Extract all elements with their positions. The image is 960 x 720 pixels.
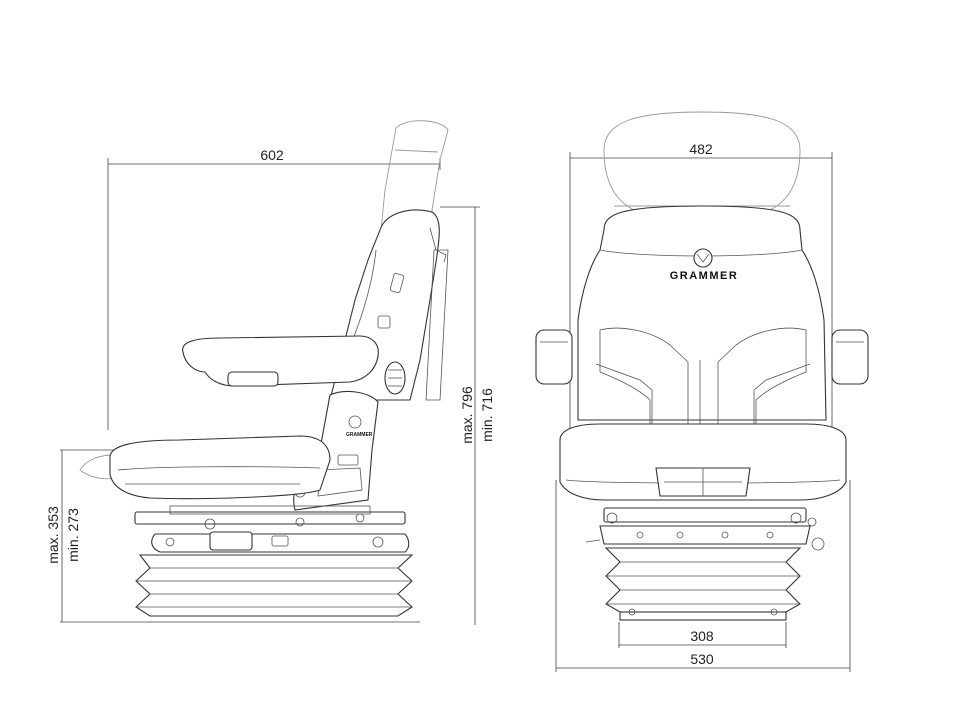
front-logo: GRAMMER — [670, 248, 739, 282]
front-logo-text: GRAMMER — [670, 270, 739, 282]
front-overall-width-label: 530 — [690, 651, 714, 667]
side-height-dimension: max. 796 min. 716 — [440, 206, 495, 625]
side-logo-icon — [348, 415, 362, 429]
side-back-rail — [425, 249, 449, 401]
side-logo-text: GRAMMER — [346, 432, 373, 438]
side-armrest-handle — [227, 371, 279, 387]
front-width-top-dimension: 482 — [569, 141, 833, 480]
front-armrest-right — [831, 329, 869, 385]
side-seat-height-max-label: max. 353 — [45, 506, 61, 564]
grammer-logo-icon — [693, 248, 713, 268]
side-width-label: 602 — [260, 147, 284, 163]
side-view: 602 max. 796 min. 716 max. 353 min. 273 — [45, 120, 495, 625]
side-suspension-handle — [209, 531, 253, 551]
front-base-plate — [619, 611, 787, 621]
front-base-width-label: 308 — [690, 628, 714, 644]
front-width-top-label: 482 — [689, 141, 713, 157]
side-height-max-label: max. 796 — [459, 386, 475, 444]
front-armrest-left — [535, 329, 573, 385]
side-armrest — [182, 335, 379, 387]
front-suspension-top — [599, 525, 811, 545]
front-bellows — [604, 547, 802, 613]
front-overall-width-dimension: 530 — [555, 480, 851, 672]
side-cushion-extended-outline — [79, 454, 113, 480]
side-bellows — [135, 554, 414, 617]
side-width-dimension: 602 — [107, 147, 441, 430]
front-headrest-extended-outline — [603, 111, 801, 211]
side-slide-rails — [134, 505, 406, 530]
front-slide-rails — [603, 507, 817, 527]
front-view: 482 GRAMMER — [535, 111, 869, 672]
front-lever-knob — [811, 537, 825, 551]
front-seat-cushion — [559, 423, 847, 501]
front-base-width-dimension: 308 — [618, 622, 787, 648]
side-seat-height-dimension: max. 353 min. 273 — [45, 449, 420, 623]
side-suspension-top — [151, 533, 410, 553]
side-height-min-label: min. 716 — [479, 388, 495, 442]
front-backrest — [577, 205, 827, 421]
side-seat-height-min-label: min. 273 — [65, 508, 81, 562]
side-seat-cushion — [109, 435, 331, 500]
